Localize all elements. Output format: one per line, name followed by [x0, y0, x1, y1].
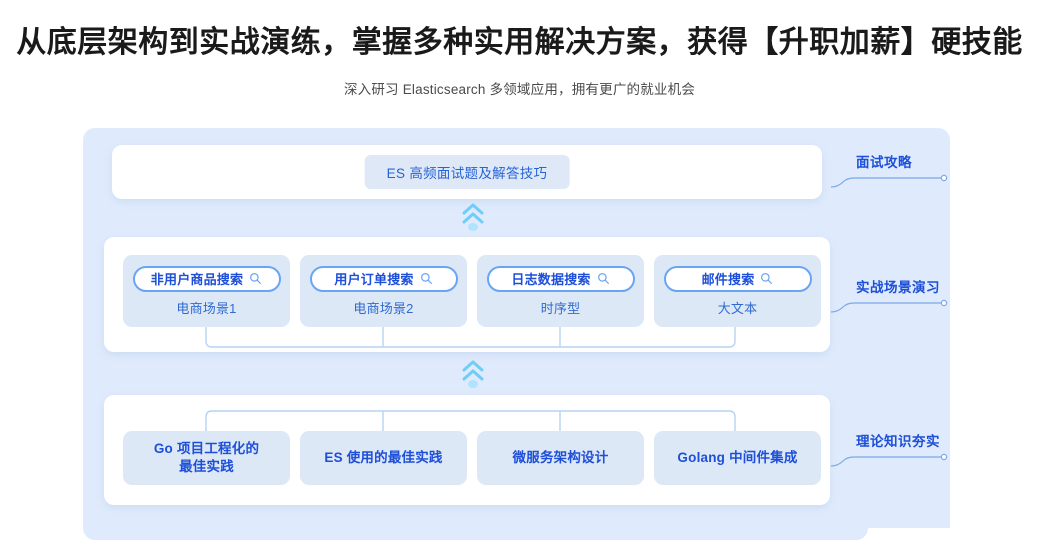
scenario-tile-ecommerce-1[interactable]: 非用户商品搜索 电商场景1 — [123, 255, 290, 327]
theory-tile-label: Golang 中间件集成 — [677, 449, 798, 465]
theory-connector-lines — [205, 410, 736, 433]
search-icon — [250, 273, 262, 284]
stage-bracket-line — [830, 299, 948, 313]
scenario-tile-email[interactable]: 邮件搜索 大文本 — [654, 255, 821, 327]
page-title: 从底层架构到实战演练，掌握多种实用解决方案，获得【升职加薪】硬技能 — [16, 26, 1023, 59]
theory-tile-go-engineering[interactable]: Go 项目工程化的 最佳实践 — [123, 431, 290, 485]
search-pill-label: 日志数据搜索 — [511, 272, 591, 287]
stage-theory[interactable]: 理论知识夯实 — [830, 430, 990, 473]
double-chevron-up-icon — [462, 360, 484, 388]
search-icon — [761, 273, 773, 284]
stage-label: 理论知识夯实 — [856, 434, 940, 449]
learning-path-diagram: ES 高频面试题及解答技巧 非用户商品搜索 电商场景1 用户订单搜索 — [0, 124, 1039, 549]
scenario-sublabel: 时序型 — [540, 300, 581, 316]
search-pill[interactable]: 邮件搜索 — [663, 265, 812, 292]
scenario-connector-lines — [205, 327, 736, 348]
es-interview-pill[interactable]: ES 高频面试题及解答技巧 — [364, 155, 570, 189]
double-chevron-up-icon — [462, 203, 484, 231]
stage-bracket-line — [830, 453, 948, 467]
search-pill[interactable]: 用户订单搜索 — [309, 265, 458, 292]
interview-card[interactable]: ES 高频面试题及解答技巧 — [112, 145, 822, 199]
search-icon — [420, 273, 432, 284]
theory-tile-microservice-architecture[interactable]: 微服务架构设计 — [477, 431, 644, 485]
search-icon — [597, 273, 609, 284]
scenario-tile-logs[interactable]: 日志数据搜索 时序型 — [477, 255, 644, 327]
stage-bracket-line — [830, 174, 948, 188]
scenario-sublabel: 电商场景1 — [176, 300, 237, 316]
search-pill[interactable]: 非用户商品搜索 — [132, 265, 281, 292]
practice-scenarios-card[interactable]: 非用户商品搜索 电商场景1 用户订单搜索 电商场景2 日志数据搜 — [104, 237, 830, 352]
page-header: 从底层架构到实战演练，掌握多种实用解决方案，获得【升职加薪】硬技能 深入研习 E… — [0, 0, 1039, 98]
theory-tile-golang-middleware[interactable]: Golang 中间件集成 — [654, 431, 821, 485]
theory-tile-label: 微服务架构设计 — [512, 449, 609, 465]
theory-tile-label: Go 项目工程化的 最佳实践 — [153, 440, 260, 474]
theory-card[interactable]: Go 项目工程化的 最佳实践 ES 使用的最佳实践 微服务架构设计 Golang… — [104, 395, 830, 505]
stage-label: 面试攻略 — [856, 155, 912, 170]
search-pill-label: 用户订单搜索 — [334, 272, 414, 287]
theory-tile-es-best-practice[interactable]: ES 使用的最佳实践 — [300, 431, 467, 485]
stage-label: 实战场景演习 — [856, 280, 940, 295]
stage-interview[interactable]: 面试攻略 — [830, 151, 990, 194]
diagram-background-panel-foot — [83, 528, 868, 540]
search-pill[interactable]: 日志数据搜索 — [486, 265, 635, 292]
scenario-sublabel: 电商场景2 — [353, 300, 414, 316]
page-subtitle: 深入研习 Elasticsearch 多领域应用，拥有更广的就业机会 — [343, 81, 696, 97]
scenario-sublabel: 大文本 — [717, 300, 758, 316]
scenario-tile-ecommerce-2[interactable]: 用户订单搜索 电商场景2 — [300, 255, 467, 327]
stage-practice[interactable]: 实战场景演习 — [830, 276, 990, 319]
theory-tile-label: ES 使用的最佳实践 — [324, 449, 443, 465]
search-pill-label: 邮件搜索 — [701, 272, 755, 287]
search-pill-label: 非用户商品搜索 — [150, 272, 244, 287]
